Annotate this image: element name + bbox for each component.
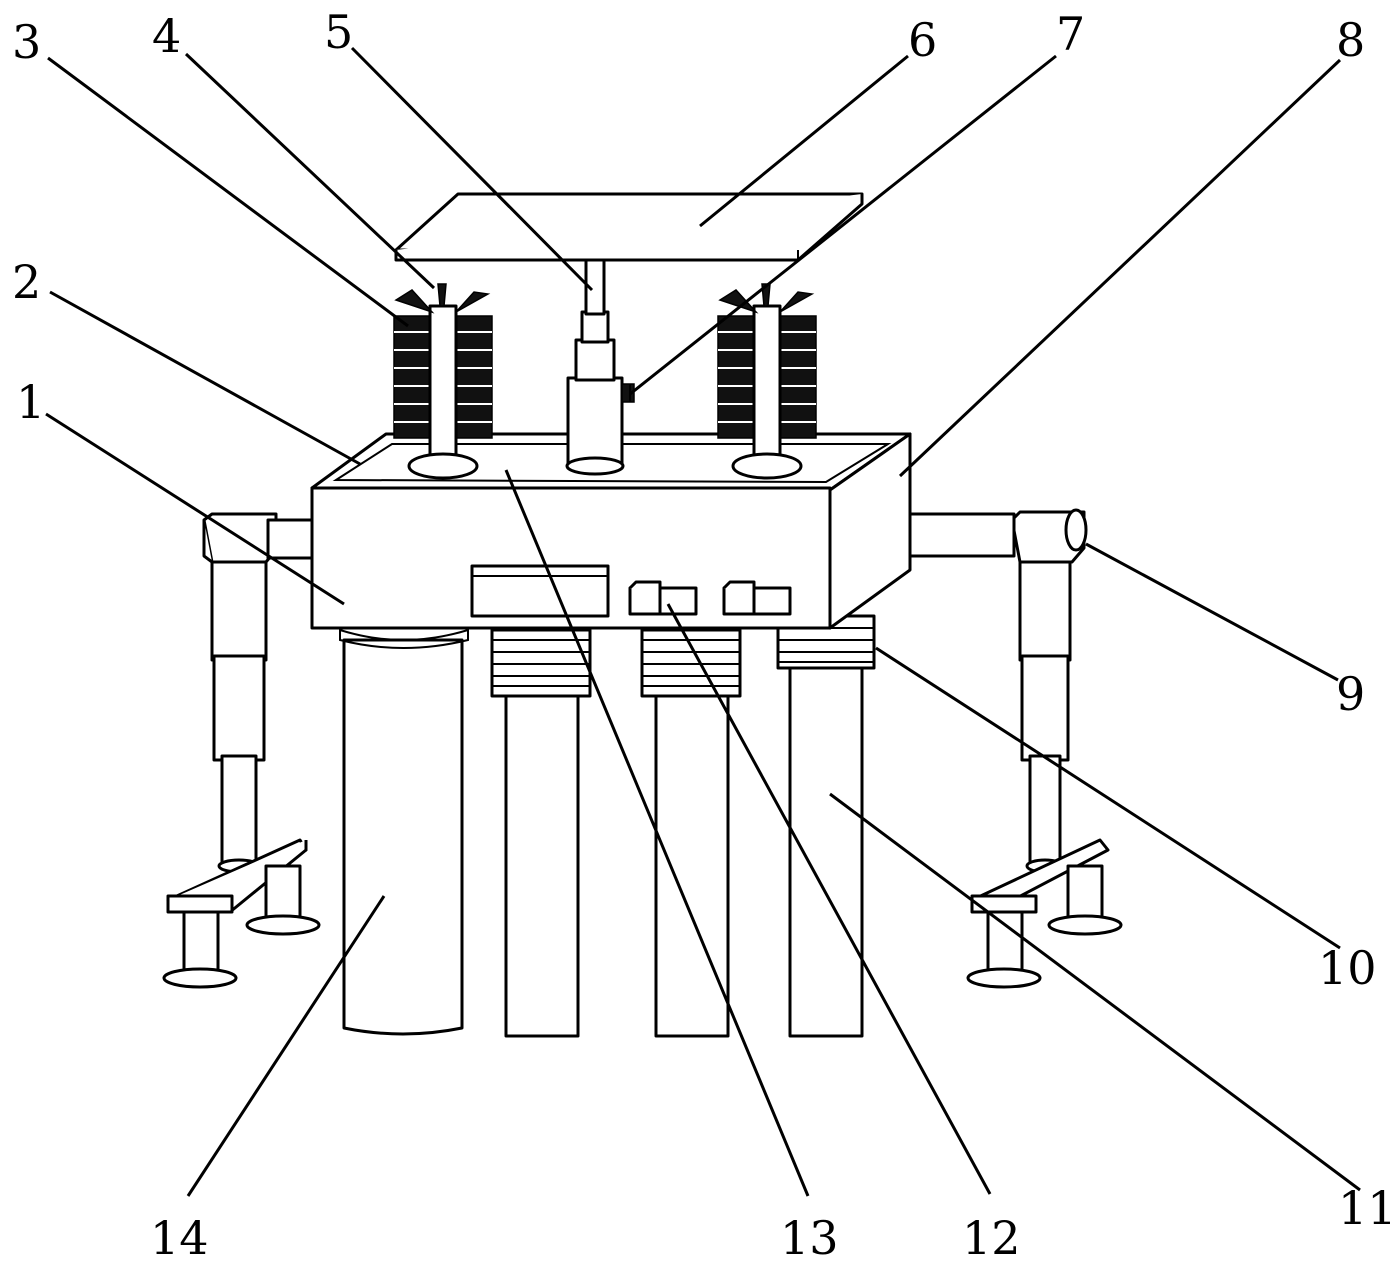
left-foot-base: [162, 838, 321, 989]
leader-lines: [45, 46, 1361, 1197]
filter-cartridge-2: [490, 628, 592, 1038]
part-labels: 1 2 3 4 5 6 7 8 9 10 11 12 13 14: [12, 5, 1397, 1265]
label-8: 8: [1336, 13, 1365, 67]
filter-cartridge-4: [776, 614, 876, 1038]
label-14: 14: [150, 1211, 209, 1265]
label-11: 11: [1338, 1181, 1397, 1235]
label-4: 4: [152, 9, 181, 63]
label-3: 3: [12, 15, 41, 69]
label-13: 13: [780, 1211, 839, 1265]
label-6: 6: [908, 13, 937, 67]
label-1: 1: [16, 375, 45, 429]
label-7: 7: [1056, 7, 1085, 61]
telescoping-column: [565, 254, 635, 476]
label-10: 10: [1318, 941, 1377, 995]
label-5: 5: [324, 5, 353, 59]
right-foot-base: [966, 838, 1123, 989]
label-12: 12: [962, 1211, 1021, 1265]
top-plate: [394, 192, 864, 262]
left-support-leg: [202, 512, 318, 874]
right-brush-assembly: [717, 283, 817, 480]
left-brush-assembly: [393, 283, 493, 480]
label-2: 2: [12, 255, 41, 309]
large-filter-cartridge: [339, 628, 469, 1036]
label-9: 9: [1336, 667, 1365, 721]
